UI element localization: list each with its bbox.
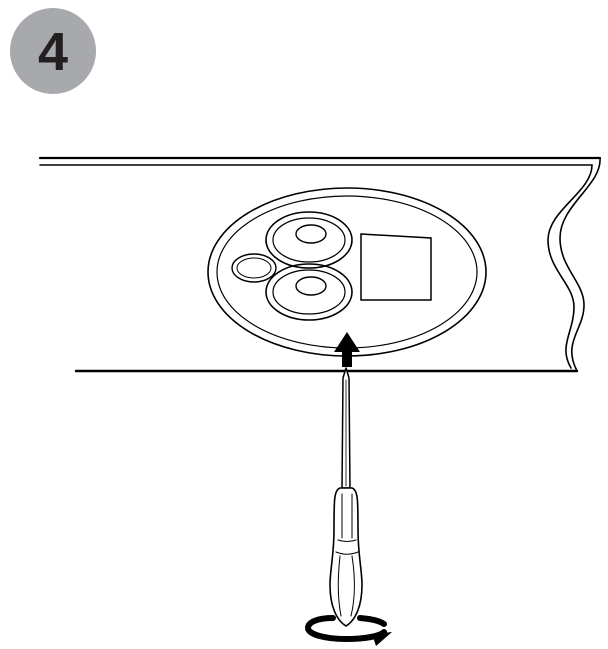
- panel-broken-edge-inner: [547, 164, 593, 369]
- small-indicator: [231, 253, 277, 283]
- screwdriver: [329, 367, 363, 627]
- step-badge: 4: [10, 8, 96, 94]
- rotate-icon: [304, 615, 392, 646]
- bottom-port-middle: [272, 269, 346, 315]
- panel-housing: [38, 156, 602, 373]
- bottom-port-core: [295, 276, 327, 296]
- socket-module: [207, 187, 487, 357]
- panel-broken-edge-outer: [559, 157, 601, 372]
- small-indicator-inner: [236, 257, 272, 279]
- display-window: [360, 233, 432, 301]
- top-port-outer: [265, 211, 353, 269]
- module-outer-ring: [207, 187, 487, 357]
- module-inner-ring: [216, 195, 478, 349]
- bottom-port-outer: [265, 263, 353, 321]
- step-number: 4: [37, 22, 69, 82]
- top-port-core: [295, 224, 327, 244]
- top-port-middle: [272, 217, 346, 263]
- arrow-up-icon: [334, 332, 360, 367]
- screwdriver-handle: [329, 487, 363, 627]
